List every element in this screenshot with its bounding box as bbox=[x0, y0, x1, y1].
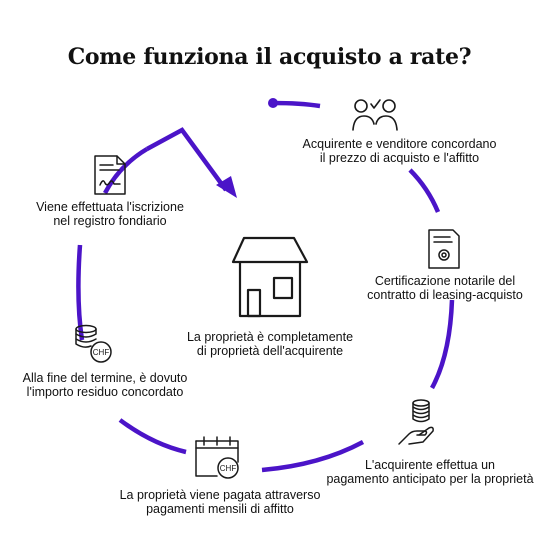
arc-segment bbox=[408, 168, 441, 213]
step-line: il prezzo di acquisto e l'affitto bbox=[319, 151, 480, 165]
step-line: contratto di leasing-acquisto bbox=[367, 288, 523, 302]
center-caption-line: La proprietà è completamente bbox=[186, 330, 354, 344]
step-5-text: Alla fine del termine, è dovuto l'import… bbox=[10, 371, 200, 399]
step-line: Viene effettuata l'iscrizione bbox=[36, 200, 184, 214]
center-caption-line: di proprietà dell'acquirente bbox=[196, 344, 344, 358]
house-icon bbox=[231, 236, 309, 318]
step-line: Certificazione notarile del bbox=[374, 274, 516, 288]
step-3-text: L'acquirente effettua un pagamento antic… bbox=[325, 458, 535, 486]
start-dot bbox=[268, 98, 278, 108]
step-line: nel registro fondiario bbox=[53, 214, 167, 228]
calendar-chf-icon: CHF bbox=[195, 436, 239, 479]
step-2-text: Certificazione notarile del contratto di… bbox=[360, 274, 530, 302]
step-6-text: Viene effettuata l'iscrizione nel regist… bbox=[25, 200, 195, 228]
notarized-certificate-icon bbox=[428, 229, 460, 269]
step-line: pagamenti mensili di affitto bbox=[146, 502, 294, 516]
agreement-people-icon bbox=[352, 99, 398, 131]
step-line: Acquirente e venditore concordano bbox=[302, 137, 497, 151]
signed-document-icon bbox=[94, 155, 126, 195]
page-title: Come funziona il acquisto a rate? bbox=[67, 44, 472, 70]
arc-segment bbox=[430, 299, 455, 390]
step-4-text: La proprietà viene pagata attraverso pag… bbox=[105, 488, 335, 516]
hand-coins-icon bbox=[398, 399, 434, 445]
step-line: La proprietà viene pagata attraverso bbox=[119, 488, 321, 502]
arc-segment bbox=[261, 440, 365, 473]
arc-segment bbox=[103, 147, 149, 195]
step-line: Alla fine del termine, è dovuto bbox=[22, 371, 188, 385]
arc-segment bbox=[272, 100, 321, 109]
step-line: l'importo residuo concordato bbox=[26, 385, 184, 399]
arrow-head bbox=[216, 176, 237, 198]
svg-text:CHF: CHF bbox=[220, 464, 237, 473]
coins-chf-icon: CHF bbox=[75, 324, 112, 363]
arc-segment bbox=[118, 418, 187, 455]
svg-text:CHF: CHF bbox=[93, 348, 110, 357]
center-caption: La proprietà è completamente di propriet… bbox=[170, 330, 370, 358]
step-line: pagamento anticipato per la proprietà bbox=[326, 472, 534, 486]
arc-segment bbox=[145, 127, 228, 192]
step-1-text: Acquirente e venditore concordano il pre… bbox=[292, 137, 507, 165]
step-line: L'acquirente effettua un bbox=[364, 458, 496, 472]
